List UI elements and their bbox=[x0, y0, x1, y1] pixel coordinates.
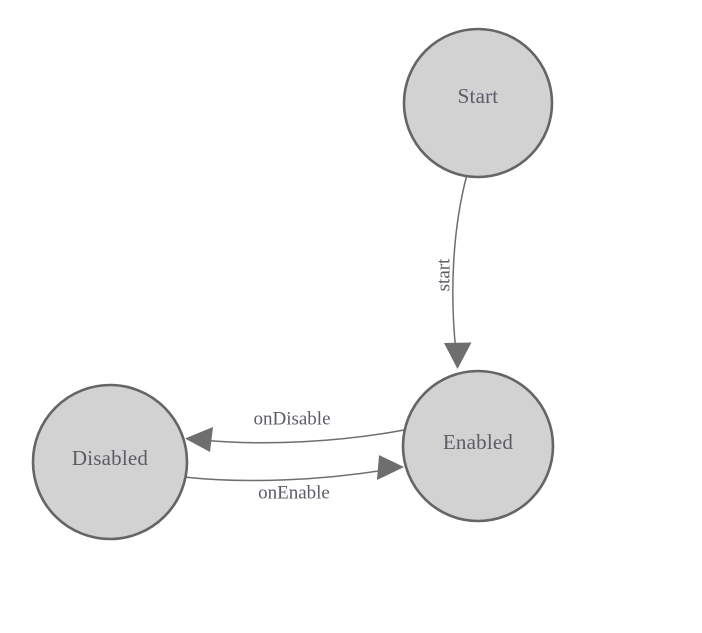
node-disabled-shape bbox=[31, 383, 189, 541]
edge-path-start-to-enabled bbox=[452, 176, 468, 353]
edge-path-disabled-to-enabled bbox=[183, 469, 386, 482]
node-disabled[interactable]: Disabled bbox=[31, 383, 189, 541]
node-start[interactable]: Start bbox=[402, 27, 554, 179]
node-enabled[interactable]: Enabled bbox=[401, 369, 555, 523]
arrowhead-into-enabled-from-disabled bbox=[377, 455, 404, 480]
edge-path-enabled-to-disabled bbox=[201, 429, 405, 444]
edge-disabled-to-enabled[interactable]: onEnable bbox=[183, 455, 404, 503]
arrowhead-into-enabled-from-start bbox=[444, 342, 472, 369]
node-start-label: Start bbox=[458, 84, 499, 108]
edge-enabled-to-disabled[interactable]: onDisable bbox=[185, 408, 405, 452]
node-disabled-label: Disabled bbox=[72, 446, 149, 470]
arrowhead-into-disabled bbox=[185, 427, 213, 452]
node-enabled-label: Enabled bbox=[443, 430, 514, 454]
edge-label-onenable: onEnable bbox=[258, 482, 330, 503]
node-start-shape bbox=[402, 27, 554, 179]
edge-label-ondisable: onDisable bbox=[253, 408, 330, 429]
edge-label-start: start bbox=[433, 258, 454, 291]
edge-start-to-enabled[interactable]: start bbox=[433, 176, 472, 370]
node-enabled-shape bbox=[401, 369, 555, 523]
